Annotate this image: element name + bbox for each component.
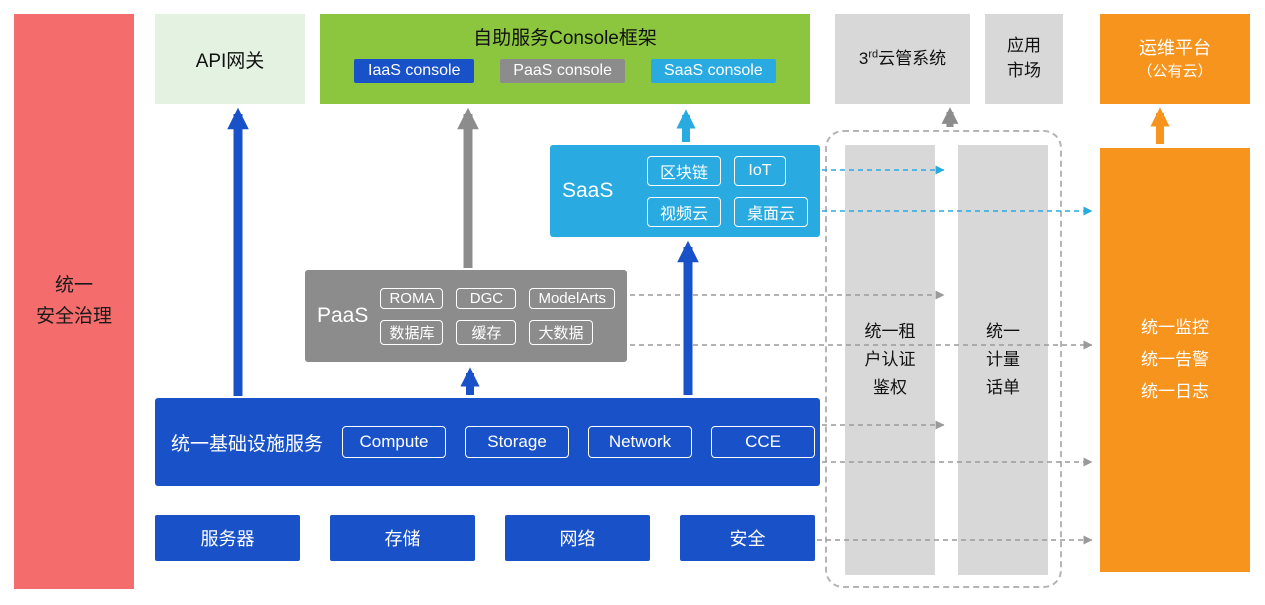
infra-chip-cce: CCE [711,426,816,458]
paas-chip-row-2: 数据库 缓存 大数据 [380,319,615,345]
console-framework-title: 自助服务Console框架 [473,28,657,49]
saas-box: SaaS 区块链 IoT 视频云 桌面云 [550,145,820,237]
paas-label: PaaS [317,304,369,327]
auth-bar: 统一租 户认证 鉴权 [845,145,935,575]
monitor-bar: 统一监控 统一告警 统一日志 [1100,148,1250,572]
infrastructure-label: 统一基础设施服务 [171,433,324,455]
paas-chip-database: 数据库 [380,319,444,345]
paas-chip-modelarts: ModelArts [529,287,615,309]
security-governance-bar: 统一 安全治理 [14,14,134,589]
saas-chip-video-cloud: 视频云 [646,196,721,227]
hardware-box-server: 服务器 [155,515,300,561]
om-platform-box: 运维平台 （公有云） [1100,14,1250,104]
saas-chips: 区块链 IoT 视频云 桌面云 [646,155,808,227]
hardware-box-security: 安全 [680,515,815,561]
third-party-suffix: 云管系统 [878,48,947,68]
paas-chip-bigdata: 大数据 [529,319,593,345]
third-party-prefix: 3 [858,48,869,68]
console-framework-row: IaaS console PaaS console SaaS console [332,59,798,83]
infrastructure-box: 统一基础设施服务 Compute Storage Network CCE [155,398,820,486]
third-party-cloud-label: 3rd云管系统 [859,47,946,72]
console-framework-box: 自助服务Console框架 IaaS console PaaS console … [320,14,810,104]
saas-chip-blockchain: 区块链 [646,155,721,186]
paas-chip-dgc: DGC [456,287,517,309]
saas-chip-iot: IoT [733,155,786,186]
saas-chip-desktop-cloud: 桌面云 [733,196,808,227]
infra-chip-compute: Compute [342,426,447,458]
hardware-box-network: 网络 [505,515,650,561]
paas-chip-cache: 缓存 [456,319,517,345]
saas-chip-row-1: 区块链 IoT [646,155,808,186]
paas-chip-roma: ROMA [380,287,444,309]
infra-chip-storage: Storage [465,426,570,458]
saas-console-chip: SaaS console [651,59,776,83]
app-market-box: 应用 市场 [985,14,1063,104]
billing-bar: 统一 计量 话单 [958,145,1048,575]
infra-chip-network: Network [588,426,693,458]
saas-chip-row-2: 视频云 桌面云 [646,196,808,227]
hardware-box-storage: 存储 [330,515,475,561]
paas-chip-row-1: ROMA DGC ModelArts [380,287,615,309]
iaas-console-chip: IaaS console [354,59,475,83]
om-platform-subtitle: （公有云） [1137,63,1213,81]
tenant-pipeline-dashed-frame [825,130,1062,588]
third-party-cloud-box: 3rd云管系统 [835,14,970,104]
third-party-sup: rd [868,48,879,61]
paas-console-chip: PaaS console [500,59,625,83]
om-platform-title: 运维平台 [1139,37,1211,58]
saas-label: SaaS [562,179,614,202]
paas-box: PaaS ROMA DGC ModelArts 数据库 缓存 大数据 [305,270,627,362]
api-gateway-box: API网关 [155,14,305,104]
paas-chips: ROMA DGC ModelArts 数据库 缓存 大数据 [380,287,615,345]
